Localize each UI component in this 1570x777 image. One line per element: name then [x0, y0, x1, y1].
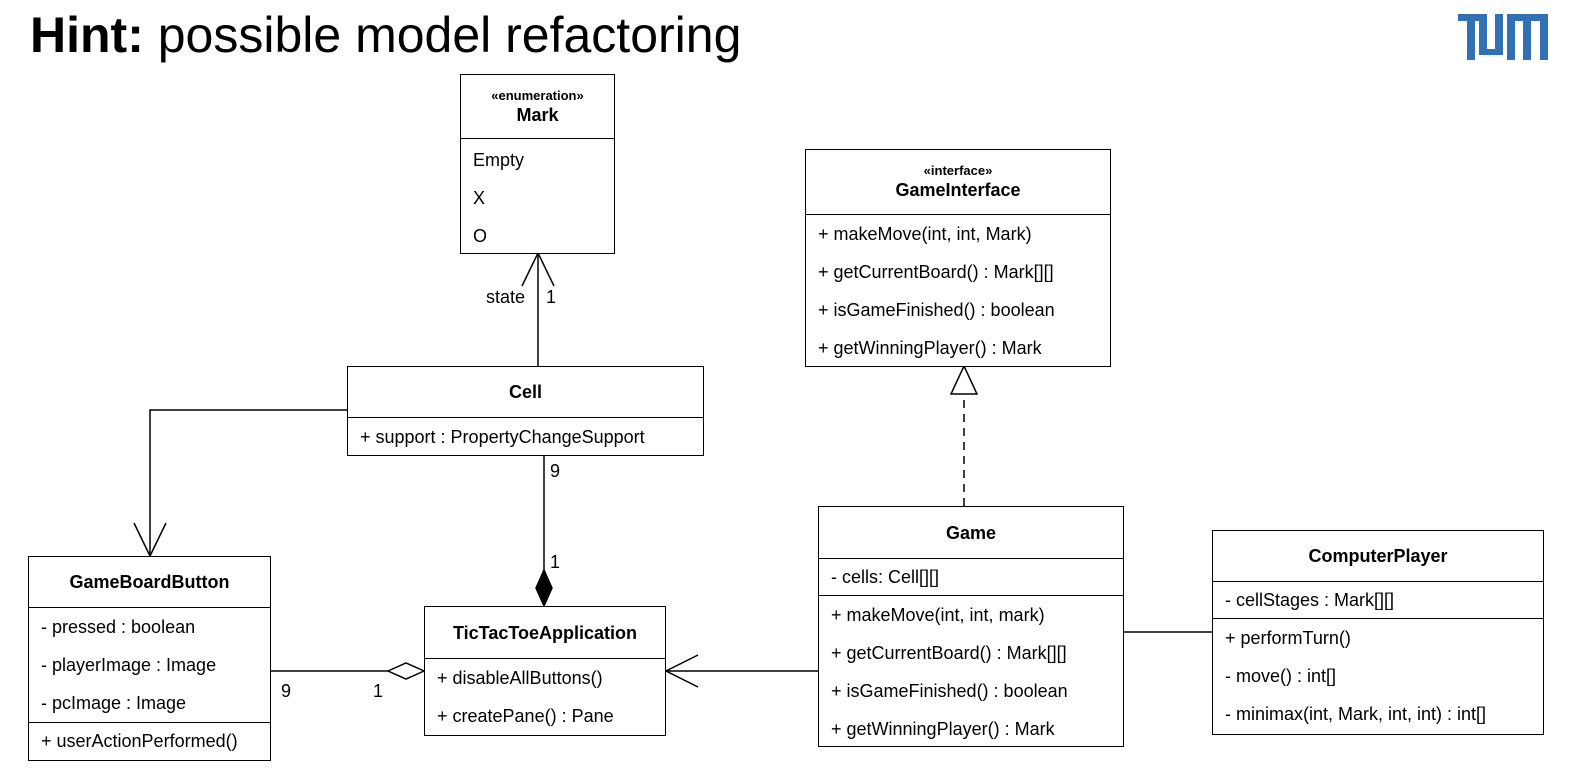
multiplicity-label: 1: [546, 287, 557, 307]
association-game-app: [664, 654, 818, 688]
operations-section: + disableAllButtons() + createPane() : P…: [425, 659, 665, 735]
class-name: Cell: [508, 382, 542, 402]
operation: + getCurrentBoard() : Mark[][]: [831, 643, 1067, 663]
class-cell-header: Cell: [348, 367, 703, 418]
tum-logo: [1458, 14, 1548, 60]
class-name: TicTacToeApplication: [452, 622, 638, 643]
operation: + performTurn(): [1225, 628, 1351, 648]
class-name: Mark: [516, 104, 559, 125]
operations-section: + userActionPerformed(): [29, 723, 270, 759]
attribute: - cells: Cell[][]: [831, 567, 940, 587]
attributes-section: - pressed : boolean - playerImage : Imag…: [29, 608, 270, 723]
class-tictactoeapplication-header: TicTacToeApplication: [425, 607, 665, 659]
aggregation-button-app: [270, 662, 426, 680]
class-gameinterface-header: «interface» GameInterface: [806, 150, 1110, 215]
attribute: - pressed : boolean: [41, 617, 196, 637]
class-mark: «enumeration» Mark Empty X O: [460, 74, 615, 254]
class-name: Game: [945, 522, 997, 543]
class-computerplayer-header: ComputerPlayer: [1213, 531, 1543, 582]
class-cell: Cell + support : PropertyChangeSupport: [347, 366, 704, 456]
attribute: - pcImage : Image: [41, 693, 187, 713]
operations-section: + makeMove(int, int, mark) + getCurrentB…: [819, 596, 1123, 748]
operations-section: + makeMove(int, int, Mark) + getCurrentB…: [806, 215, 1110, 367]
stereotype-label: «interface»: [923, 163, 993, 178]
operation: + makeMove(int, int, Mark): [818, 224, 1032, 244]
multiplicity-label: 9: [281, 681, 292, 701]
operation: + disableAllButtons(): [437, 668, 603, 688]
role-label-state: state: [486, 287, 526, 307]
stereotype-label: «enumeration»: [491, 87, 584, 103]
class-name: GameInterface: [895, 180, 1021, 200]
operations-section: + performTurn() - move() : int[] - minim…: [1213, 619, 1543, 733]
enum-literal: X: [473, 188, 486, 208]
operation: + getWinningPlayer() : Mark: [831, 719, 1055, 739]
class-computerplayer: ComputerPlayer - cellStages : Mark[][] +…: [1212, 530, 1544, 735]
slide-title-text: possible model refactoring: [143, 7, 742, 63]
attributes-section: + support : PropertyChangeSupport: [348, 418, 703, 456]
operation: + createPane() : Pane: [437, 706, 614, 726]
slide-title-bold: Hint:: [30, 7, 144, 63]
attribute: + support : PropertyChangeSupport: [360, 427, 645, 447]
operation: - move() : int[]: [1225, 666, 1337, 686]
multiplicity-label: 1: [550, 552, 561, 572]
class-game: Game - cells: Cell[][] + makeMove(int, i…: [818, 506, 1124, 747]
class-gameboardbutton: GameBoardButton - pressed : boolean - pl…: [28, 556, 271, 761]
literals-section: Empty X O: [461, 139, 614, 255]
operation: - minimax(int, Mark, int, int) : int[]: [1225, 704, 1487, 724]
slide-title: Hint: possible model refactoring: [30, 4, 741, 66]
operation: + isGameFinished() : boolean: [831, 681, 1068, 701]
enum-literal: Empty: [473, 150, 525, 170]
operation: + makeMove(int, int, mark): [831, 605, 1045, 625]
class-gameinterface: «interface» GameInterface + makeMove(int…: [805, 149, 1111, 367]
class-name: GameBoardButton: [69, 572, 230, 592]
class-tictactoeapplication: TicTacToeApplication + disableAllButtons…: [424, 606, 666, 736]
attribute: - playerImage : Image: [41, 655, 217, 675]
association-cell-gameboardbutton: [133, 409, 347, 558]
attribute: - cellStages : Mark[][]: [1225, 590, 1395, 610]
operation: + userActionPerformed(): [41, 731, 238, 751]
attributes-section: - cells: Cell[][]: [819, 559, 1123, 596]
attributes-section: - cellStages : Mark[][]: [1213, 582, 1543, 619]
multiplicity-label: 1: [373, 681, 384, 701]
class-gameboardbutton-header: GameBoardButton: [29, 557, 270, 608]
operation: + getWinningPlayer() : Mark: [818, 338, 1042, 358]
enum-literal: O: [473, 226, 488, 246]
composition-cell-app: [535, 456, 553, 608]
operation: + isGameFinished() : boolean: [818, 300, 1055, 320]
class-game-header: Game: [819, 507, 1123, 559]
realization-game-interface: [949, 364, 979, 506]
class-mark-header: «enumeration» Mark: [461, 75, 614, 139]
multiplicity-label: 9: [550, 461, 561, 481]
operation: + getCurrentBoard() : Mark[][]: [818, 262, 1054, 282]
association-cell-mark: [521, 251, 555, 366]
class-name: ComputerPlayer: [1308, 546, 1448, 566]
